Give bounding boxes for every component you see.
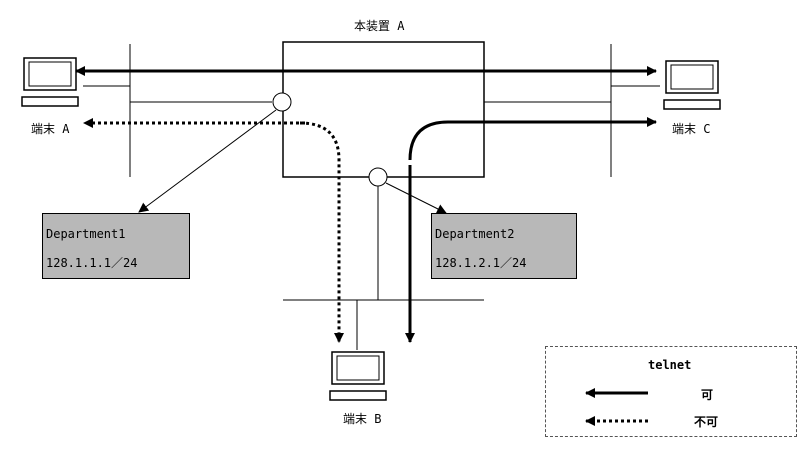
department1-address: 128.1.1.1／24 [46, 256, 138, 270]
interface-circle-bottom [368, 167, 388, 187]
terminal-b-label: 端末 B [343, 412, 382, 426]
terminal-a-label: 端末 A [31, 122, 70, 136]
pointer-department2 [385, 182, 447, 214]
terminal-c-icon [663, 60, 721, 110]
device-label: 本装置 A [354, 19, 405, 33]
department2-box: Department2 128.1.2.1／24 [431, 213, 577, 279]
pointer-department1 [138, 109, 277, 213]
legend-denied-label: 不可 [694, 415, 719, 429]
department1-box: Department1 128.1.1.1／24 [42, 213, 190, 279]
terminal-a-icon [21, 57, 79, 107]
terminal-b-icon [329, 351, 387, 401]
interface-circle-left [272, 92, 292, 112]
legend-title: telnet [648, 358, 692, 372]
department2-address: 128.1.2.1／24 [435, 256, 527, 270]
arrow-denied-to-b [299, 121, 344, 343]
department1-name: Department1 [46, 227, 126, 241]
terminal-c-label: 端末 C [672, 122, 711, 136]
device-box [282, 41, 485, 178]
arrow-allowed-to-c [408, 117, 657, 161]
legend-box: telnet 可 不可 [545, 346, 797, 437]
legend-allowed-label: 可 [701, 388, 714, 402]
network-segments [83, 44, 660, 350]
department2-name: Department2 [435, 227, 515, 241]
